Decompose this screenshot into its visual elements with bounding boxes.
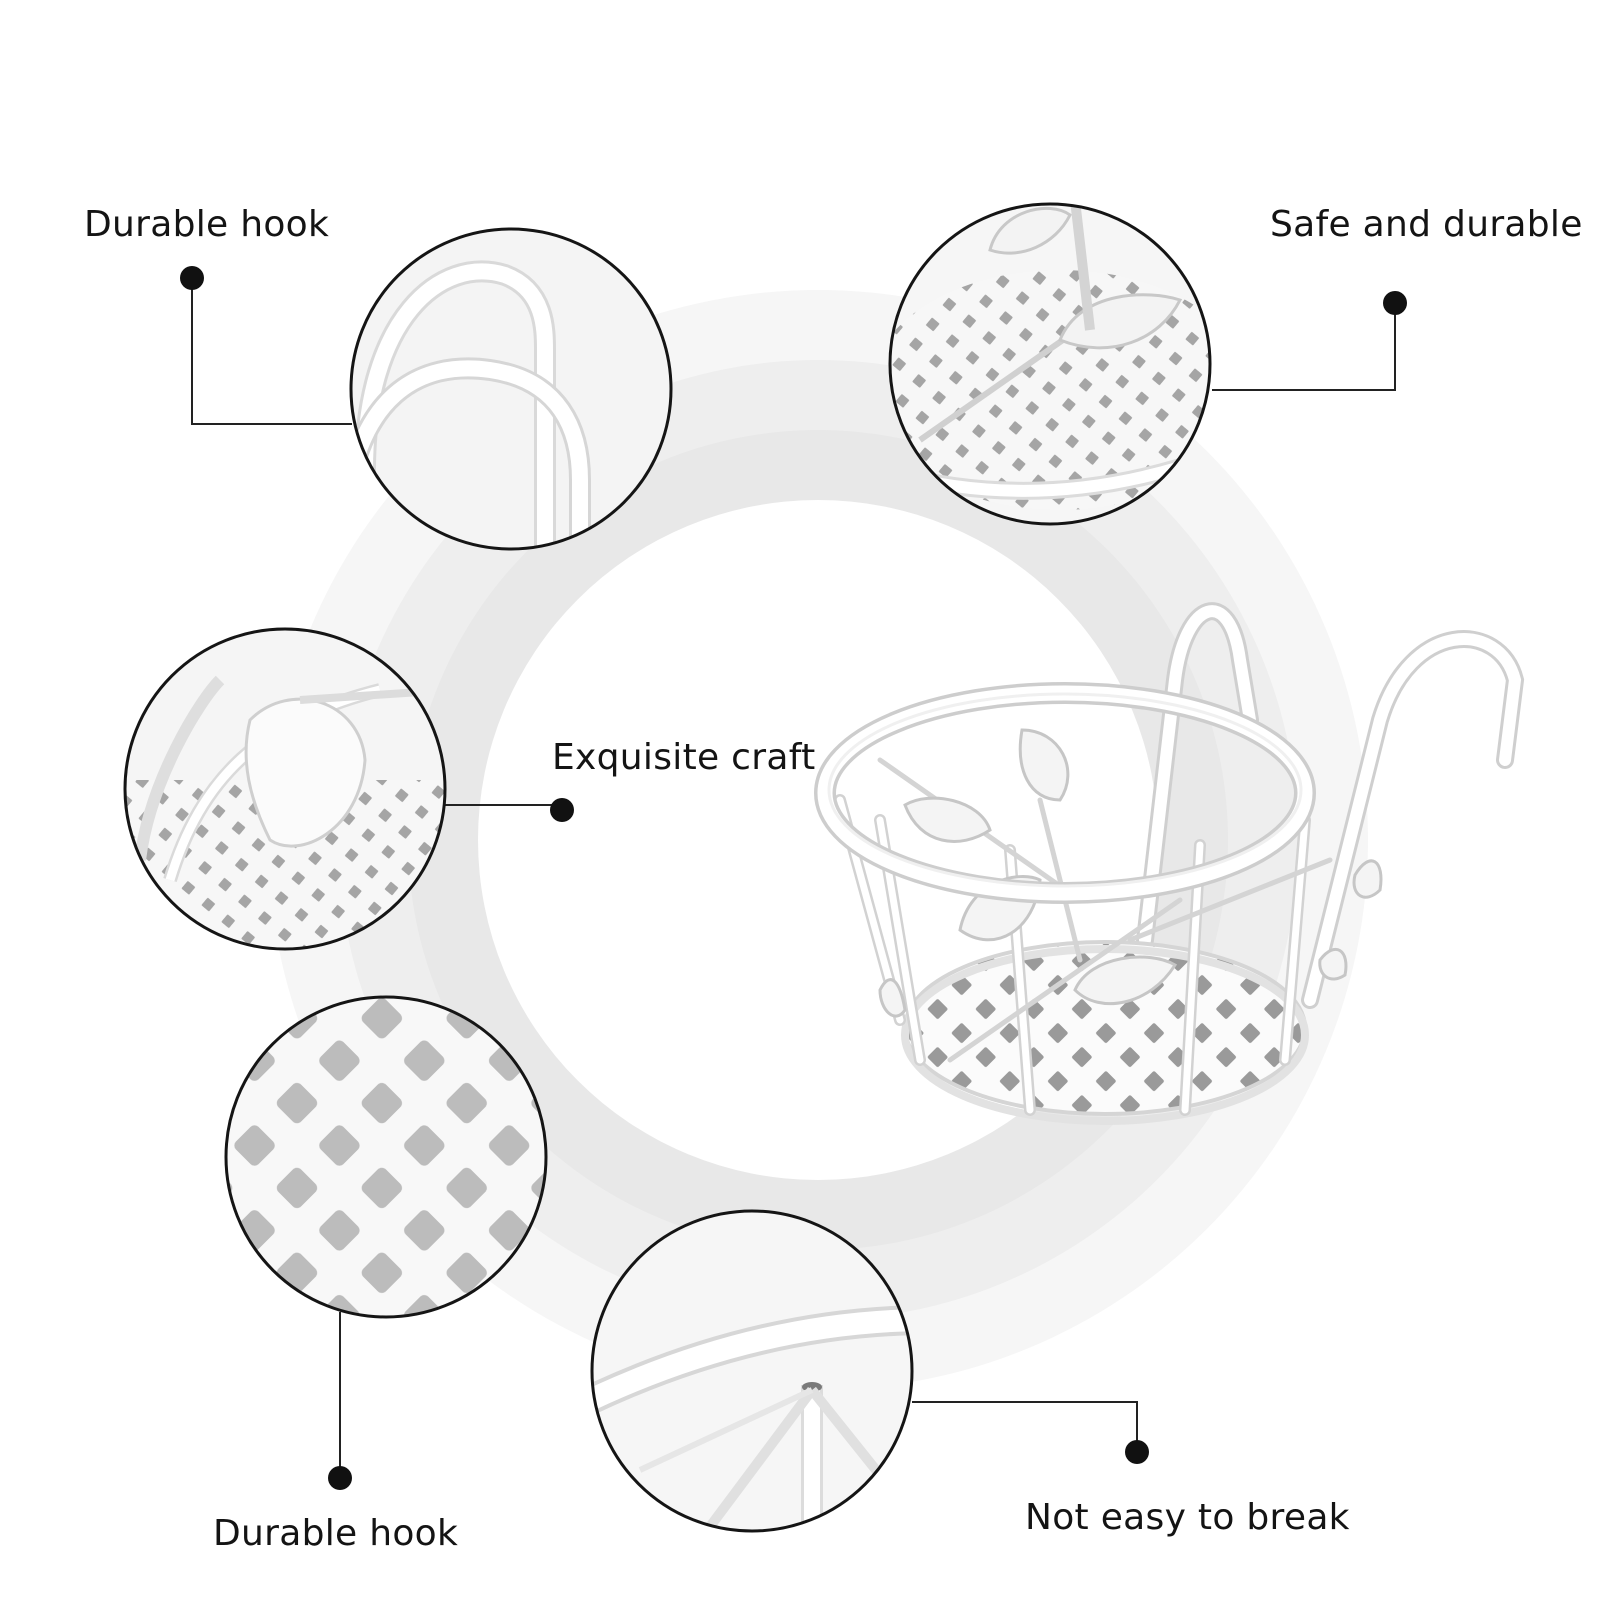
zoom-circle-hook-top [349, 227, 673, 551]
zoom-circle-joint [590, 1209, 914, 1533]
zoom-circle-lattice [224, 995, 548, 1319]
callout-label-safe-and-durable: Safe and durable [1270, 204, 1583, 245]
connector-lines [191, 278, 1396, 1478]
basket-product [814, 602, 1525, 1125]
callout-dot [180, 266, 204, 290]
callout-label-durable-hook-top: Durable hook [84, 204, 330, 245]
callout-dot [1125, 1440, 1149, 1464]
callout-label-exquisite-craft: Exquisite craft [552, 737, 816, 778]
callout-dot [1383, 291, 1407, 315]
callout-dot [550, 798, 574, 822]
callout-label-not-easy-to-break: Not easy to break [1025, 1497, 1350, 1538]
callout-dot [328, 1466, 352, 1490]
callout-label-durable-hook-bottom: Durable hook [213, 1513, 459, 1554]
